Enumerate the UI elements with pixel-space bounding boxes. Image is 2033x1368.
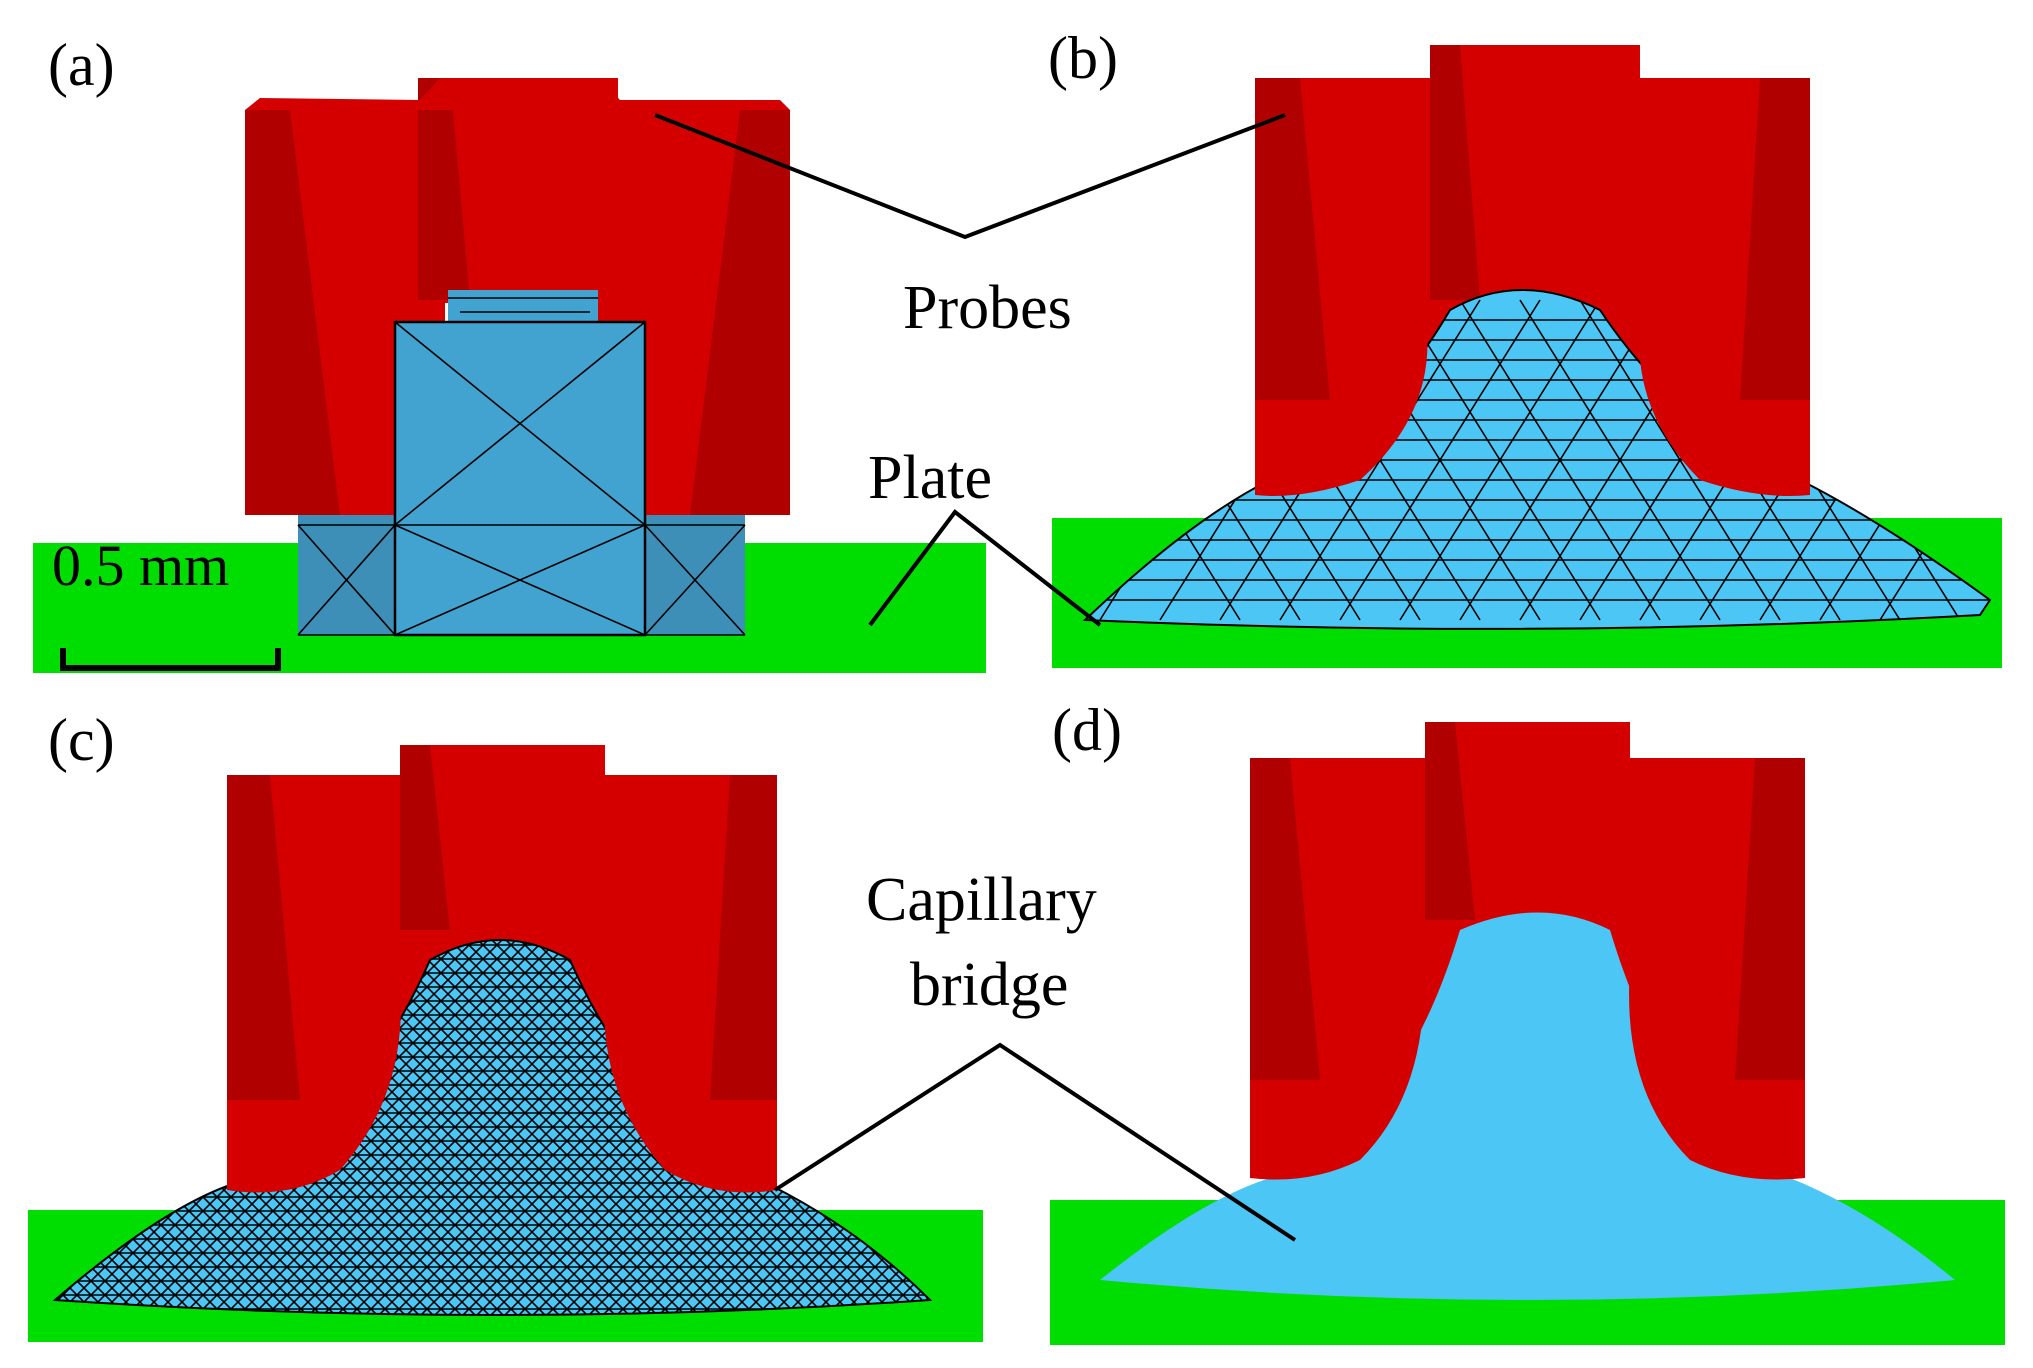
probes-a (245, 78, 790, 515)
capillary-label-line2: bridge (910, 951, 1068, 1019)
plate-leader (868, 509, 1102, 627)
capillary-bridge-c (52, 939, 933, 1316)
capillary-label-line1: Capillary (866, 866, 1097, 934)
panel-c (28, 745, 983, 1342)
scale-bar-label: 0.5 mm (52, 533, 229, 598)
panel-label-b: (b) (1048, 25, 1118, 91)
capillary-bridge-b (1082, 289, 1992, 630)
leader-lines (654, 113, 1297, 1242)
panel-label-c: (c) (48, 707, 115, 773)
panel-label-a: (a) (48, 32, 115, 98)
scale-bar (60, 648, 281, 671)
plate-label: Plate (868, 444, 992, 512)
panel-label-d: (d) (1052, 697, 1122, 763)
probes-label: Probes (903, 274, 1072, 342)
capillary-leader (773, 1042, 1297, 1242)
capillary-bridge-d (1100, 912, 1955, 1300)
panel-d (1050, 722, 2005, 1345)
panel-a (33, 78, 986, 673)
probes-leader (654, 113, 1286, 240)
liquid-cube-a (297, 290, 746, 637)
panel-b (1052, 45, 2002, 668)
probes-c-front (227, 775, 777, 1193)
probes-d-front (1250, 758, 1805, 1180)
probes-b-front (1255, 78, 1810, 496)
